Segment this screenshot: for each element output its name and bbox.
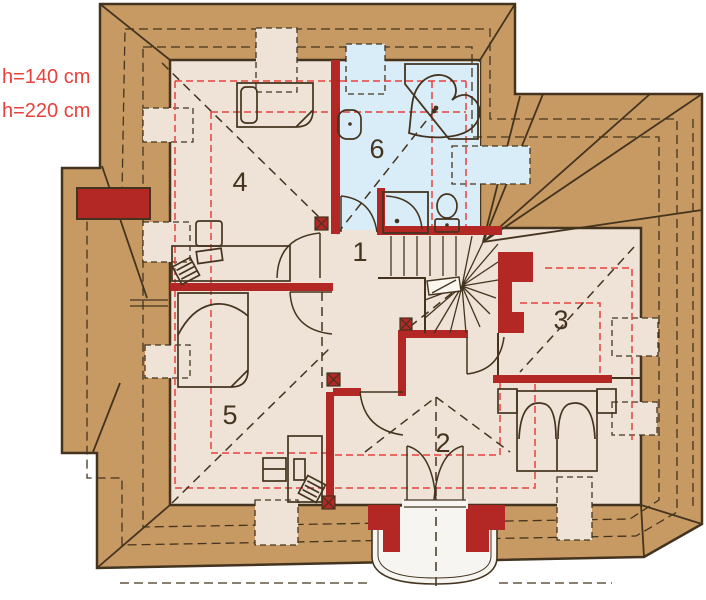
desk-room5 [287, 435, 323, 503]
roof-wall-plate-lines [130, 299, 168, 307]
post [314, 216, 329, 231]
wall-stairs-bottom [398, 330, 468, 338]
roof-window [144, 344, 191, 379]
roof-window [142, 221, 191, 263]
wall-shower-left [377, 188, 385, 233]
wall-stairs-left [398, 330, 406, 396]
height-line [545, 267, 633, 440]
bed-room4-fold [295, 109, 314, 128]
staircase [390, 235, 499, 334]
desk-room5-laptop [293, 458, 306, 481]
balcony-inner-rail [377, 506, 492, 579]
roof-window [345, 43, 386, 95]
height-labels: h=140 cm h=220 cm [2, 66, 90, 122]
height-line [335, 382, 501, 456]
chair-room4 [171, 256, 201, 286]
door-room5 [289, 291, 333, 335]
furniture [171, 82, 617, 504]
wall-bathroom-left [331, 60, 340, 234]
door-room2 [359, 391, 404, 436]
bed-room2-pillow-right [557, 402, 596, 440]
room-label-6: 6 [369, 134, 384, 164]
post [399, 317, 413, 331]
room-numbers: 1 2 3 4 5 6 [222, 134, 568, 458]
door-room4 [276, 232, 321, 279]
structural-posts [314, 216, 413, 510]
height-label-140: h=140 cm [2, 66, 90, 88]
door-bathroom [340, 195, 378, 233]
chimney-stairs [498, 252, 533, 333]
balcony-door [402, 445, 468, 509]
roof-window [611, 401, 658, 436]
roof-windows [142, 27, 659, 546]
sink [337, 109, 362, 140]
toilet-bowl [436, 193, 458, 219]
bed-room5-fold [230, 369, 249, 388]
bed-room2-pillow-left [518, 402, 557, 440]
toilet-button [445, 223, 449, 227]
height-line-140 [174, 81, 327, 489]
door-room3 [466, 336, 505, 375]
chimney-left-roof [76, 187, 151, 220]
roof-window [556, 476, 593, 541]
roof-window [254, 499, 299, 546]
shower-drain [394, 218, 400, 224]
desk-room4-shelf [195, 220, 223, 247]
room-label-3: 3 [553, 305, 568, 335]
stair-marker-slash [431, 279, 457, 294]
height-limit-lines [174, 80, 633, 489]
bed-room4-pillow [240, 86, 258, 124]
wall-room4-room5 [170, 283, 333, 291]
corner-bathtub [408, 74, 481, 139]
height-line [335, 382, 536, 489]
corner-bathtub-platform [404, 63, 479, 140]
doors [276, 195, 505, 509]
room-label-1: 1 [352, 237, 367, 267]
wall-room5-room2 [326, 392, 334, 505]
balcony [371, 505, 498, 585]
post [321, 495, 336, 510]
roof-window [451, 145, 531, 185]
sink-drain [348, 122, 352, 126]
wall-balcony-right [466, 505, 505, 552]
post [326, 372, 341, 387]
height-line [520, 302, 601, 375]
wall-hall-room2 [333, 388, 361, 396]
room-label-5: 5 [222, 400, 237, 430]
shower-tray-curve [385, 195, 423, 230]
roof-window [611, 317, 659, 357]
bed-room5-pillow [177, 303, 249, 336]
shower-tray [382, 191, 429, 234]
chair-room5 [297, 474, 327, 504]
ridge-dashed-lines [161, 62, 635, 586]
balcony-slab [371, 505, 498, 585]
toilet-tank [434, 218, 460, 233]
room-label-2: 2 [435, 428, 450, 458]
bathtub-drain [433, 105, 439, 111]
wall-bathroom-bottom [377, 226, 502, 235]
wall-room3-bottom [493, 375, 612, 383]
roof-window [142, 107, 194, 143]
room-label-4: 4 [232, 167, 247, 197]
desk-room4 [171, 245, 291, 282]
roof-hip-lines [92, 3, 703, 569]
wall-balcony-left [368, 505, 400, 552]
red-walls [76, 60, 612, 552]
desk-room4-laptop [195, 247, 224, 265]
bathroom-fixtures [337, 63, 481, 234]
height-label-220: h=220 cm [2, 100, 90, 122]
interior-wall-lines [378, 277, 641, 379]
